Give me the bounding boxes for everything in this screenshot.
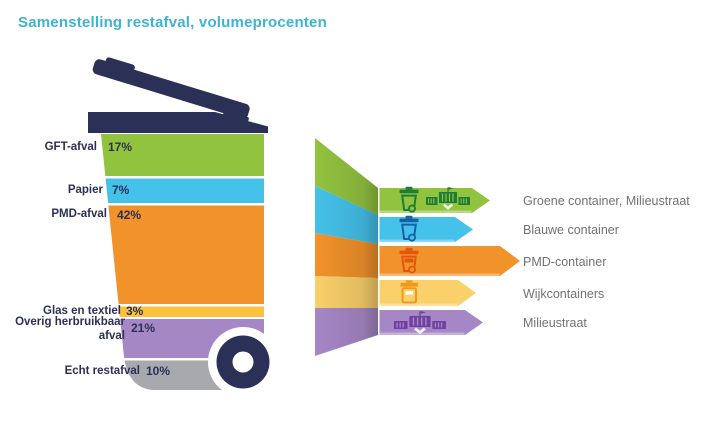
wijkcontainer-icon <box>400 280 418 304</box>
page-title: Samenstelling restafval, volumeprocenten <box>18 14 327 31</box>
pmd-wheelie-bin-icon <box>399 247 419 274</box>
segment-papier <box>101 178 264 203</box>
green-wheelie-bin-icon <box>399 186 419 213</box>
segment-label-glas-textiel: Glas en textiel <box>43 304 121 317</box>
milieustraat-icon <box>426 187 470 211</box>
arrow-highlight <box>379 273 500 276</box>
milieustraat-icon <box>394 311 446 335</box>
segment-label-papier: Papier <box>67 184 103 196</box>
destination-label-wijkcontainers: Wijkcontainers <box>523 286 605 301</box>
segment-pct-echt-restafval: 10% <box>146 363 171 378</box>
blue-wheelie-bin-icon <box>399 215 419 242</box>
fold-crease <box>378 185 380 337</box>
segment-pct-glas-textiel: 3% <box>126 304 144 318</box>
arrow-highlight <box>379 210 472 213</box>
arrow-wijkcontainers <box>379 280 476 306</box>
destination-label-blauwe-container: Blauwe container <box>523 222 619 237</box>
arrow-pmd-container <box>379 246 520 276</box>
destination-label-milieustraat: Milieustraat <box>523 315 587 330</box>
arrow-highlight <box>379 332 465 335</box>
destination-label-groene-container: Groene container, Milieustraat <box>523 193 690 208</box>
segment-label-pmd-afval: PMD-afval <box>51 208 107 220</box>
destination-label-pmd-container: PMD-container <box>523 254 607 269</box>
bin-lid-icon <box>88 57 268 133</box>
segment-pct-papier: 7% <box>112 183 130 197</box>
segment-label-echt-restafval: Echt restafval <box>64 365 140 377</box>
segment-pct-overig: 21% <box>131 321 156 335</box>
bin-rim <box>88 112 268 133</box>
waste-bin-illustration <box>88 57 278 397</box>
segment-pct-gft-afval: 17% <box>108 140 133 154</box>
arrow-highlight <box>379 239 455 242</box>
segment-label-gft-afval: GFT-afval <box>44 141 97 153</box>
bin-wheel-icon <box>208 327 278 397</box>
arrow-blauwe-container <box>379 217 473 242</box>
arrow-highlight <box>379 303 458 306</box>
segment-gft-afval <box>101 134 264 176</box>
segment-pct-pmd-afval: 42% <box>117 208 142 222</box>
segment-glas-textiel <box>101 306 264 317</box>
segment-pmd-afval <box>101 205 264 304</box>
fan-fold-shadow <box>315 138 378 356</box>
destination-arrows <box>379 188 520 335</box>
segment-label-overig: Overig herbruikbaar afval <box>15 316 125 342</box>
ribbon-fan <box>315 138 380 356</box>
